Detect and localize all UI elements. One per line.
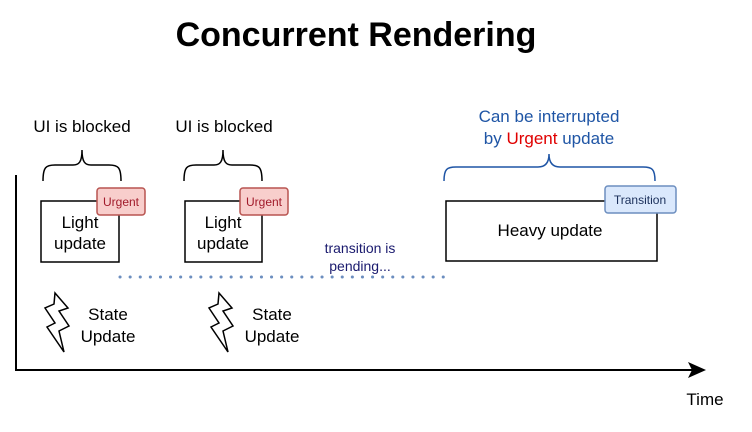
state-update-label-line2: Update	[245, 327, 300, 346]
pending-label-line2: pending...	[329, 258, 391, 274]
light-update-group-2: UI is blocked Light update Urgent State …	[175, 117, 300, 353]
urgent-badge	[96, 187, 146, 216]
pending-label-line1: transition is	[325, 240, 396, 256]
time-axis: Time	[15, 175, 724, 409]
urgent-badge-label: Urgent	[103, 195, 140, 209]
transition-badge	[604, 185, 677, 214]
state-update-label-line1: State	[88, 305, 128, 324]
heavy-update-label: Heavy update	[498, 221, 603, 240]
pending-transition: transition is pending...	[118, 240, 450, 279]
state-update-label-line2: Update	[81, 327, 136, 346]
note-prefix: by	[484, 129, 507, 148]
urgent-badge-label: Urgent	[246, 195, 283, 209]
state-update-label-line1: State	[252, 305, 292, 324]
note-suffix: update	[557, 129, 614, 148]
x-axis-label: Time	[686, 390, 723, 409]
ui-blocked-label: UI is blocked	[33, 117, 130, 136]
transition-badge-label: Transition	[614, 193, 666, 207]
diagram-title: Concurrent Rendering	[176, 16, 537, 54]
light-update-group-1: UI is blocked Light update Urgent State …	[33, 117, 146, 353]
heavy-update-group: Can be interrupted by Urgent update Heav…	[443, 107, 677, 262]
interrupt-note-line2: by Urgent update	[484, 129, 614, 148]
light-update-label-line2: update	[54, 234, 106, 253]
urgent-badge	[239, 187, 289, 216]
note-urgent-highlight: Urgent	[506, 129, 557, 148]
light-update-label-line1: Light	[62, 213, 99, 232]
light-update-label-line2: update	[197, 234, 249, 253]
lightning-icon	[207, 291, 235, 353]
interrupt-note-line1: Can be interrupted	[479, 107, 620, 126]
lightning-icon	[43, 291, 71, 353]
curly-brace	[443, 153, 656, 182]
curly-brace	[183, 149, 263, 182]
light-update-label-line1: Light	[205, 213, 242, 232]
ui-blocked-label: UI is blocked	[175, 117, 272, 136]
x-axis-arrowhead	[688, 362, 706, 378]
curly-brace	[42, 149, 122, 182]
